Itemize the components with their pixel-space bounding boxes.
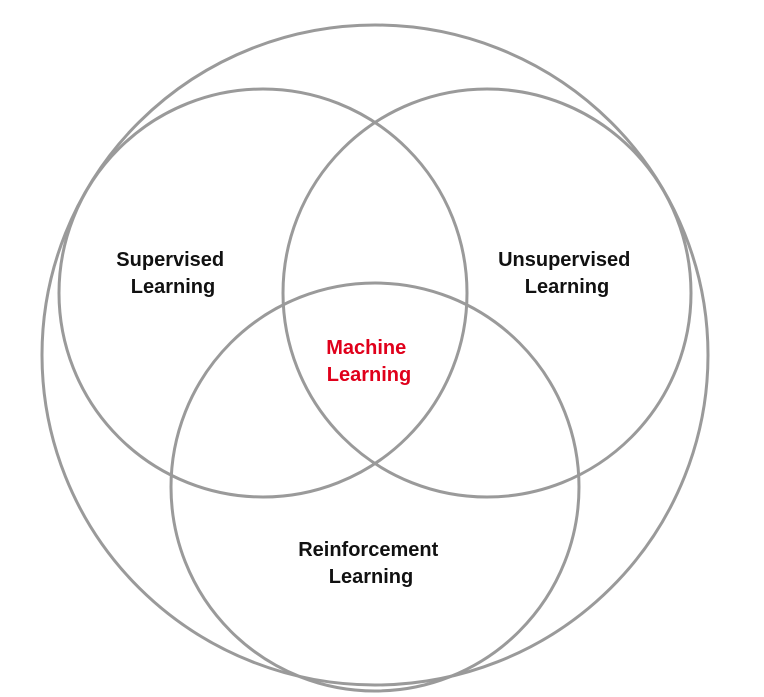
machine-learning-label-line-2: Learning [327, 364, 411, 386]
reinforcement-learning-label-line-1: Reinforcement [298, 539, 438, 561]
outer-circle [40, 23, 710, 687]
unsupervised-learning-label-line-1: Unsupervised [498, 249, 630, 271]
supervised-learning-label-line-1: Supervised [116, 249, 224, 271]
unsupervised-learning-label: Unsupervised Learning [498, 249, 636, 298]
machine-learning-label: Machine Learning [326, 337, 412, 386]
inner-circles [57, 87, 693, 693]
reinforcement-learning-circle [169, 281, 581, 693]
reinforcement-learning-label-line-2: Learning [329, 566, 413, 588]
unsupervised-learning-label-line-2: Learning [525, 276, 609, 298]
supervised-learning-label: Supervised Learning [116, 249, 229, 298]
outer-circle-group [40, 23, 710, 687]
unsupervised-learning-circle [281, 87, 693, 499]
reinforcement-learning-label: Reinforcement Learning [298, 539, 444, 588]
machine-learning-label-line-1: Machine [326, 337, 406, 359]
supervised-learning-label-line-2: Learning [131, 276, 215, 298]
supervised-learning-circle [57, 87, 469, 499]
